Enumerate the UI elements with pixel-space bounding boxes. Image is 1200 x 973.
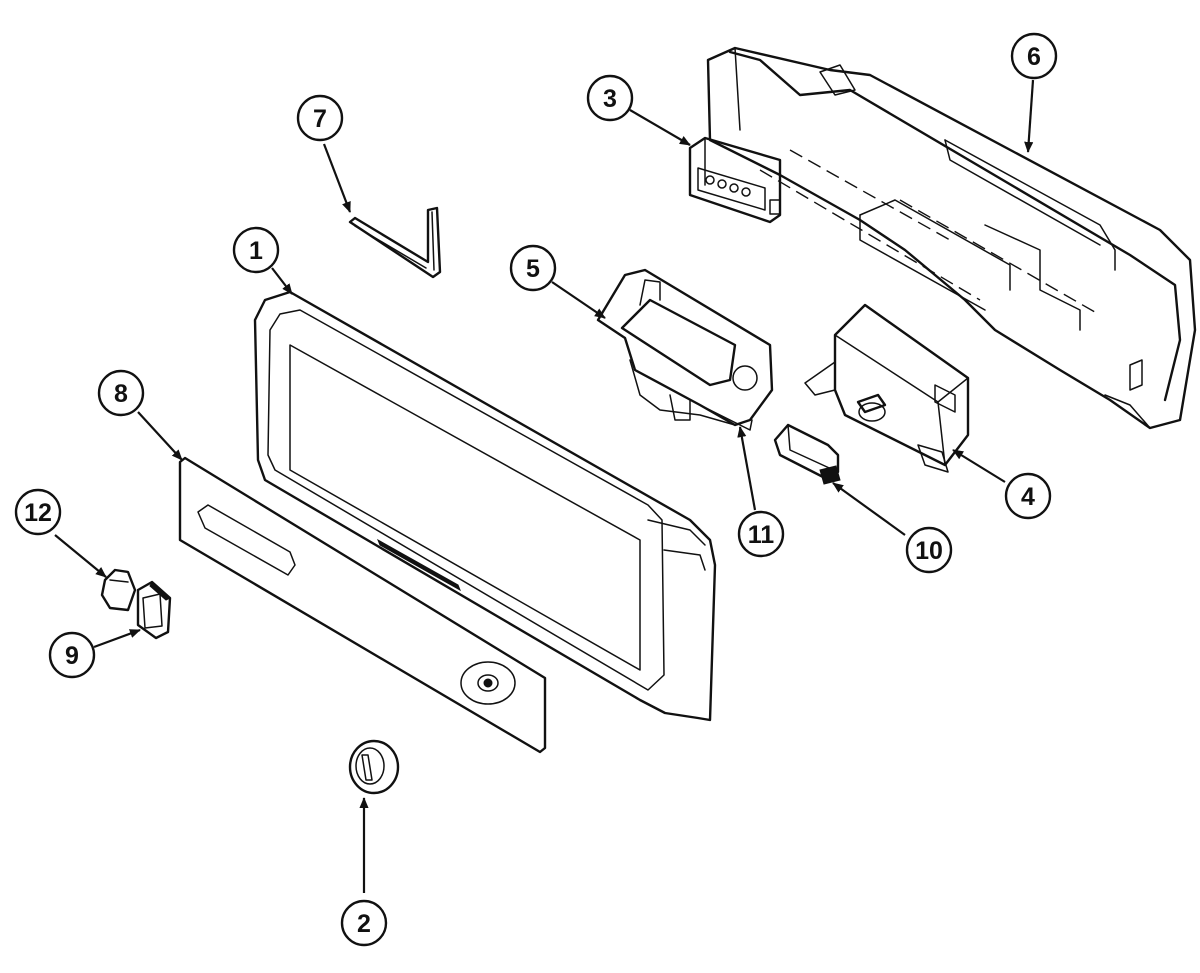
callout-11: 11: [737, 510, 785, 558]
part-7-l-bracket: [348, 206, 442, 279]
callout-1: 1: [232, 226, 280, 274]
part-8-panel-overlay: [178, 456, 547, 754]
part-9-button-housing: [136, 580, 172, 640]
leader-12: [54, 534, 107, 578]
callout-8: 8: [97, 369, 145, 417]
part-10-micro-switch: [773, 423, 841, 485]
leader-9: [93, 628, 141, 649]
part-5-door-latch: [596, 268, 774, 431]
leader-5: [551, 281, 606, 319]
callout-3: 3: [586, 74, 634, 122]
leader-7: [322, 143, 352, 213]
leader-3: [629, 109, 691, 146]
callout-7: 7: [296, 94, 344, 142]
leader-6: [1024, 79, 1035, 153]
part-1-console-panel: [253, 290, 717, 722]
callout-2: 2: [340, 899, 388, 947]
callout-9: 9: [48, 631, 96, 679]
callout-10: 10: [905, 526, 953, 574]
part-3-terminal-block: [688, 136, 782, 224]
leader-8: [137, 411, 183, 461]
callout-6-label: 6: [1027, 43, 1041, 71]
part-2-knob: [348, 739, 400, 795]
callout-6: 6: [1010, 32, 1058, 80]
callout-4-label: 4: [1021, 483, 1035, 511]
callout-1-label: 1: [249, 237, 263, 265]
callout-2-label: 2: [357, 910, 371, 938]
callout-9-label: 9: [65, 642, 79, 670]
leader-10: [832, 482, 906, 536]
callout-12: 12: [14, 488, 62, 536]
leader-1: [271, 267, 293, 295]
part-6-console-housing: [706, 46, 1197, 430]
leader-11: [737, 426, 757, 511]
callout-12-label: 12: [24, 499, 52, 527]
callout-5: 5: [509, 244, 557, 292]
callout-8-label: 8: [114, 380, 128, 408]
part-12-button: [100, 568, 137, 612]
callout-4: 4: [1004, 472, 1052, 520]
callout-10-label: 10: [915, 537, 943, 565]
callout-7-label: 7: [313, 105, 327, 133]
leader-4: [952, 449, 1006, 483]
callout-11-label: 11: [748, 521, 775, 549]
callout-3-label: 3: [603, 85, 617, 113]
leader-lines: [54, 79, 1035, 893]
callout-5-label: 5: [526, 255, 540, 283]
